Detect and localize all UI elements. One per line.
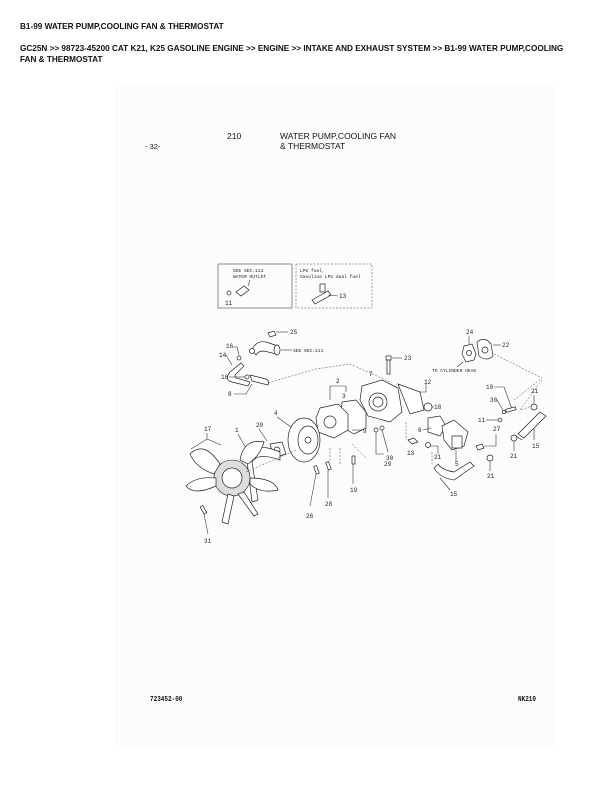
callout-18: 18 xyxy=(434,404,442,411)
callout-10: 10 xyxy=(486,384,494,391)
callout-4: 4 xyxy=(274,410,278,417)
inset-left-line1: SEE SEC.111 xyxy=(233,268,264,274)
inset-right-line1: LPG fuel, xyxy=(300,268,325,274)
thermostat-housing: 7 12 18 6 xyxy=(359,371,447,437)
callout-13-inset: 13 xyxy=(339,293,347,300)
breadcrumb: GC25N >> 98723-45200 CAT K21, K25 GASOLI… xyxy=(20,44,564,64)
callout-6: 6 xyxy=(418,427,422,434)
callout-15-right: 15 xyxy=(532,443,540,450)
callout-2: 2 xyxy=(336,378,340,385)
section-title-line2: & THERMOSTAT xyxy=(280,141,346,151)
callout-16-lower: 16 xyxy=(221,374,229,381)
callout-22: 22 xyxy=(502,342,510,349)
inset-right-line2: Gasoline LPG dual fuel xyxy=(300,274,361,280)
callout-3: 3 xyxy=(342,393,346,400)
thermostat-outlet-hoses: 13 21 5 15 21 27 xyxy=(405,419,501,498)
water-pump-assembly: 2 3 9 4 20 xyxy=(256,378,367,463)
callout-21-c: 21 xyxy=(531,388,539,395)
section-title: WATER PUMP,COOLING FAN & THERMOSTAT xyxy=(280,131,396,151)
callout-31: 31 xyxy=(204,538,212,545)
callout-1: 1 xyxy=(235,427,239,434)
callout-27: 27 xyxy=(493,426,501,433)
callout-7: 7 xyxy=(369,371,373,378)
section-number: 210 xyxy=(227,131,242,141)
callout-26: 26 xyxy=(306,513,314,520)
callout-20: 20 xyxy=(256,422,264,429)
callout-12: 12 xyxy=(424,379,432,386)
note-see-sec-111: SEE SEC.111 xyxy=(293,348,324,354)
section-title-line1: WATER PUMP,COOLING FAN xyxy=(280,131,397,141)
callout-13: 13 xyxy=(407,450,415,457)
inset-lpg-fuel: LPG fuel, Gasoline LPG dual fuel 13 xyxy=(295,263,373,309)
callout-19: 19 xyxy=(350,487,358,494)
upper-hoses: SEE SEC.111 25 16 14 16 8 xyxy=(219,329,391,398)
note-to-cylinder-head: TO CYLINDER HEAD xyxy=(432,368,476,374)
callout-8: 8 xyxy=(228,391,232,398)
callout-11-inset: 11 xyxy=(225,300,233,307)
callout-30-right: 30 xyxy=(490,397,498,404)
bolt-23: 23 xyxy=(385,355,412,375)
pump-bolts: 26 28 19 xyxy=(306,443,367,520)
drawing-code: NK210 xyxy=(518,696,537,704)
callout-29: 29 xyxy=(384,461,392,468)
callout-11: 11 xyxy=(478,417,486,424)
callout-16-upper: 16 xyxy=(226,343,234,350)
washers-29-30: 29 30 xyxy=(373,425,394,468)
callout-23: 23 xyxy=(404,355,412,362)
drawing-number: 723452-00 xyxy=(150,696,183,704)
callout-14: 14 xyxy=(219,352,227,359)
callout-21-b: 21 xyxy=(487,473,495,480)
fan-and-belt: 1 17 31 xyxy=(185,426,297,545)
callout-30-left: 30 xyxy=(386,455,394,462)
callout-21-a: 21 xyxy=(434,454,442,461)
callout-24: 24 xyxy=(466,329,474,336)
callout-28: 28 xyxy=(325,501,333,508)
callout-21-d: 21 xyxy=(510,453,518,460)
inset-left-line2: WATER OUTLET xyxy=(233,274,266,280)
callout-5: 5 xyxy=(455,461,459,468)
sheet-page-number: - 32- xyxy=(145,142,161,151)
right-side-parts: 10 30 11 21 21 15 xyxy=(478,379,547,460)
page-title: B1-99 WATER PUMP,COOLING FAN & THERMOSTA… xyxy=(20,22,224,31)
inset-water-outlet: SEE SEC.111 WATER OUTLET 11 xyxy=(217,263,293,309)
callout-17: 17 xyxy=(204,426,212,433)
callout-9: 9 xyxy=(363,428,367,435)
gasket-and-plate: 24 22 TO CYLINDER HEAD xyxy=(432,329,543,401)
callout-15-bottom: 15 xyxy=(450,491,458,498)
callout-25: 25 xyxy=(290,329,298,336)
